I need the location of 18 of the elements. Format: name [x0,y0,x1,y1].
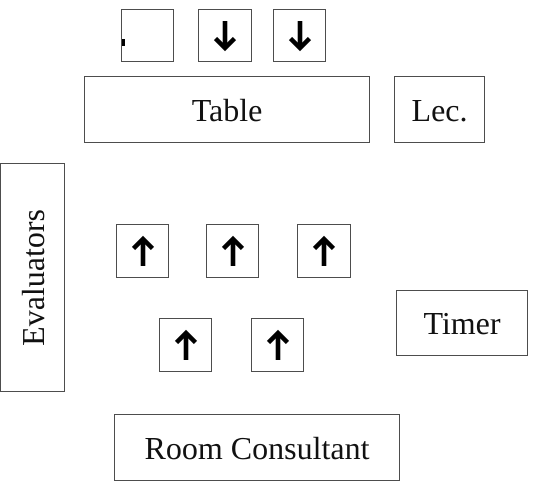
lectern-box [394,76,485,143]
seat-box [121,9,174,62]
table-label: Table [192,94,262,126]
evaluators-label: Evaluators [16,209,48,346]
timer-label: Timer [423,307,501,339]
timer-box [396,290,528,356]
consultant-label: Room Consultant [144,432,370,464]
table-box [84,76,370,143]
evaluators-box [0,163,65,392]
lectern-label: Lec. [412,94,468,126]
seat-box [116,224,169,278]
seat-box [198,9,252,62]
seat-box [273,9,326,62]
seat-box [297,224,351,278]
seat-box [251,318,304,372]
seat-box [159,318,212,372]
seat-box [206,224,259,278]
consultant-box [114,414,400,481]
